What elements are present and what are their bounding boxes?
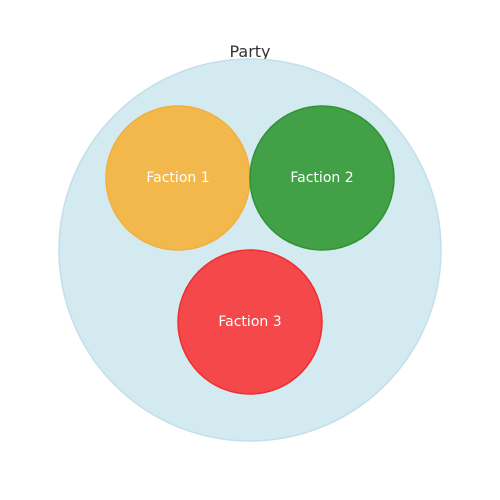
faction-3-circle <box>177 249 323 395</box>
faction-2-label: Faction 2 <box>290 170 353 186</box>
diagram-title: Party <box>229 42 271 61</box>
faction-1-group: Faction 1 <box>105 105 251 251</box>
faction-3-label: Faction 3 <box>218 314 281 330</box>
faction-1-label: Faction 1 <box>146 170 209 186</box>
faction-2-circle <box>249 105 395 251</box>
faction-2-group: Faction 2 <box>249 105 395 251</box>
faction-3-group: Faction 3 <box>177 249 323 395</box>
